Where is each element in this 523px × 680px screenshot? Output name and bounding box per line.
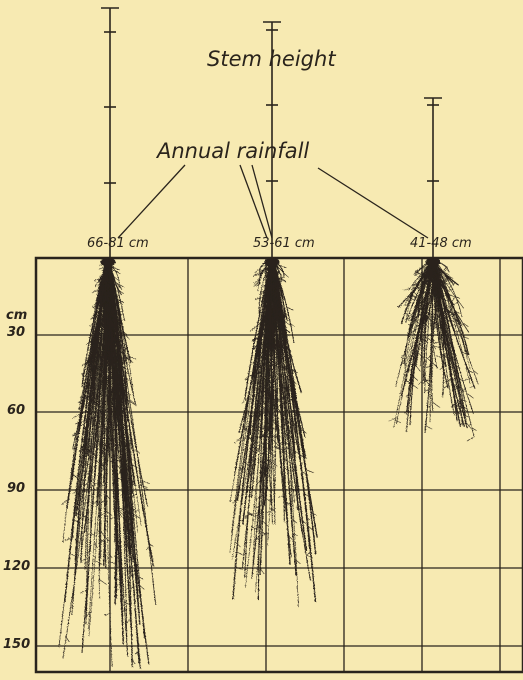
- root-branch: [464, 378, 472, 381]
- depth-tick-150: 150: [3, 637, 30, 652]
- root-branch: [389, 418, 396, 421]
- root-branch: [426, 426, 433, 430]
- rainfall-value-plant-1: 66-81 cm: [87, 236, 149, 251]
- root-branch: [416, 366, 420, 371]
- root-branch: [470, 386, 474, 388]
- root-crown: [265, 258, 279, 266]
- stem-plant-3: [424, 98, 442, 258]
- root-branch: [143, 481, 150, 484]
- root-branch: [66, 637, 69, 642]
- root-crown: [426, 258, 440, 266]
- stems: [101, 8, 442, 258]
- root-branch: [411, 383, 418, 389]
- root-branch: [127, 618, 131, 623]
- depth-unit-label: cm: [6, 308, 27, 323]
- depth-tick-120: 120: [3, 559, 30, 574]
- root-mass-plant-3: [389, 258, 479, 441]
- root-branch: [284, 468, 289, 471]
- depth-tick-60: 60: [7, 403, 25, 418]
- root-branch: [238, 552, 243, 554]
- root-branch: [292, 519, 297, 524]
- root-mass-plant-2: [230, 258, 317, 607]
- depth-tick-90: 90: [7, 481, 25, 496]
- root-branch: [440, 367, 443, 370]
- stem-height-label: Stem height: [207, 47, 336, 71]
- root-branch: [467, 437, 474, 441]
- rainfall-value-plant-2: 53-61 cm: [253, 236, 315, 251]
- root-branch: [260, 568, 264, 574]
- root-branch: [135, 510, 139, 513]
- root-branch: [443, 385, 449, 388]
- root-branch: [100, 580, 107, 585]
- root-branch: [73, 473, 78, 478]
- rainfall-value-plant-3: 41-48 cm: [410, 236, 472, 251]
- root-branch: [80, 590, 86, 593]
- root-branch: [286, 502, 293, 506]
- root-branch: [94, 561, 101, 564]
- root-branch: [307, 552, 310, 556]
- depth-tick-30: 30: [7, 325, 25, 340]
- root-branch: [452, 297, 456, 301]
- root-branch: [419, 380, 424, 385]
- root-branch: [306, 470, 314, 473]
- root-branch: [262, 521, 268, 527]
- root-systems: [59, 258, 478, 669]
- root-branch: [395, 421, 401, 423]
- root-branch: [106, 511, 113, 516]
- stem-plant-1: [101, 8, 119, 258]
- root-branch: [432, 402, 440, 408]
- root-mass-plant-1: [59, 258, 156, 669]
- rainfall-leader-lines: [118, 165, 428, 238]
- root-branch: [72, 414, 80, 419]
- root-branch: [426, 389, 431, 391]
- root-crown: [101, 258, 115, 266]
- root-branch: [442, 263, 448, 267]
- annual-rainfall-label: Annual rainfall: [157, 139, 309, 163]
- root-branch: [91, 501, 97, 506]
